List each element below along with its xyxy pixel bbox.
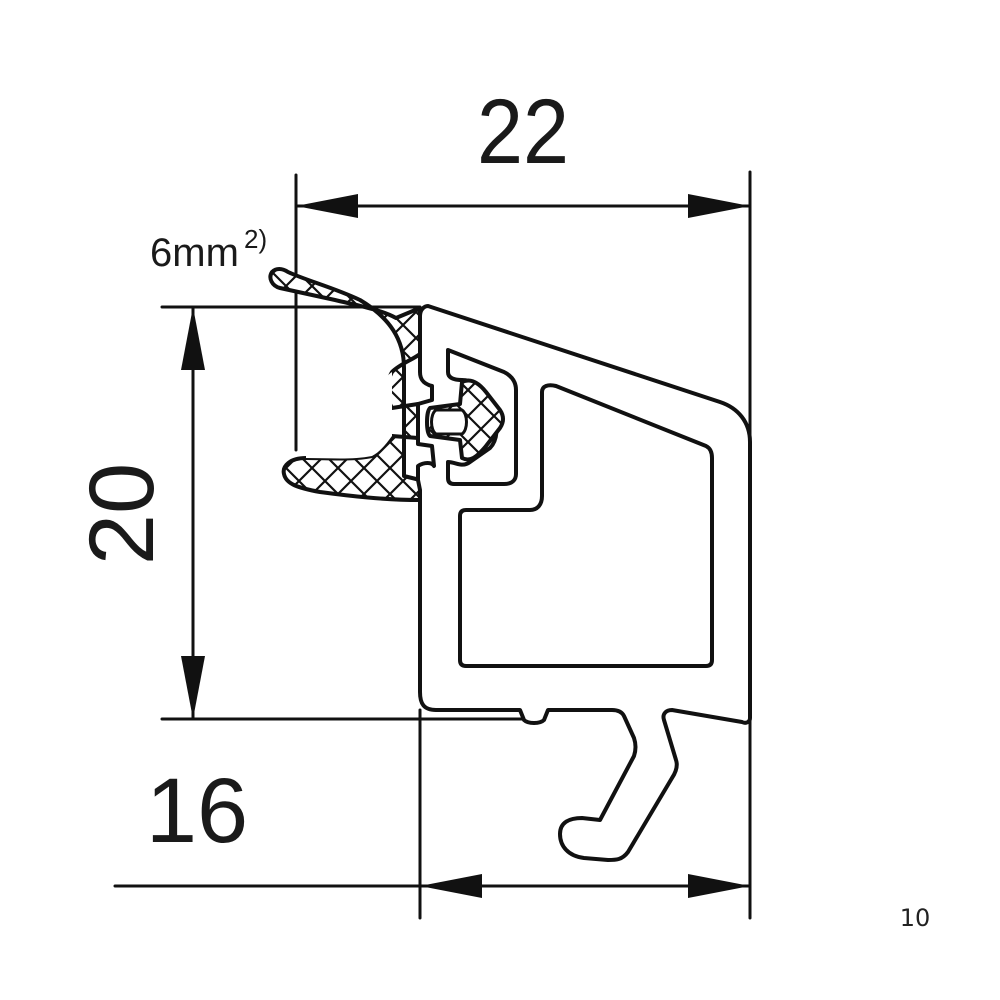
gasket-annotation: 6mm 2) xyxy=(150,224,267,275)
gasket-anchor-slot xyxy=(430,408,468,436)
aluminium-profile xyxy=(416,304,752,862)
gasket-cavity xyxy=(306,372,392,459)
dimension-label-20: 20 xyxy=(71,463,173,565)
dimension-top-width: 22 xyxy=(294,81,752,920)
arrowhead-left-top xyxy=(181,307,205,370)
dimension-bottom-width: 16 xyxy=(113,708,752,920)
dimension-label-16: 16 xyxy=(146,760,248,862)
gasket-seal xyxy=(268,267,422,502)
arrowhead-bottom-left xyxy=(420,874,482,898)
profile-inner-chamber xyxy=(458,383,714,668)
dimension-left-height: 20 xyxy=(71,305,542,721)
annotation-superscript: 2) xyxy=(244,224,267,254)
arrowhead-left-bottom xyxy=(181,656,205,719)
page-number: 10 xyxy=(900,904,931,932)
arrowhead-top-left xyxy=(296,194,358,218)
arrowhead-top-right xyxy=(688,194,750,218)
annotation-label: 6mm xyxy=(150,231,239,275)
gasket-body xyxy=(268,267,422,502)
arrowhead-bottom-right xyxy=(688,874,750,898)
dimension-label-22: 22 xyxy=(477,81,569,183)
